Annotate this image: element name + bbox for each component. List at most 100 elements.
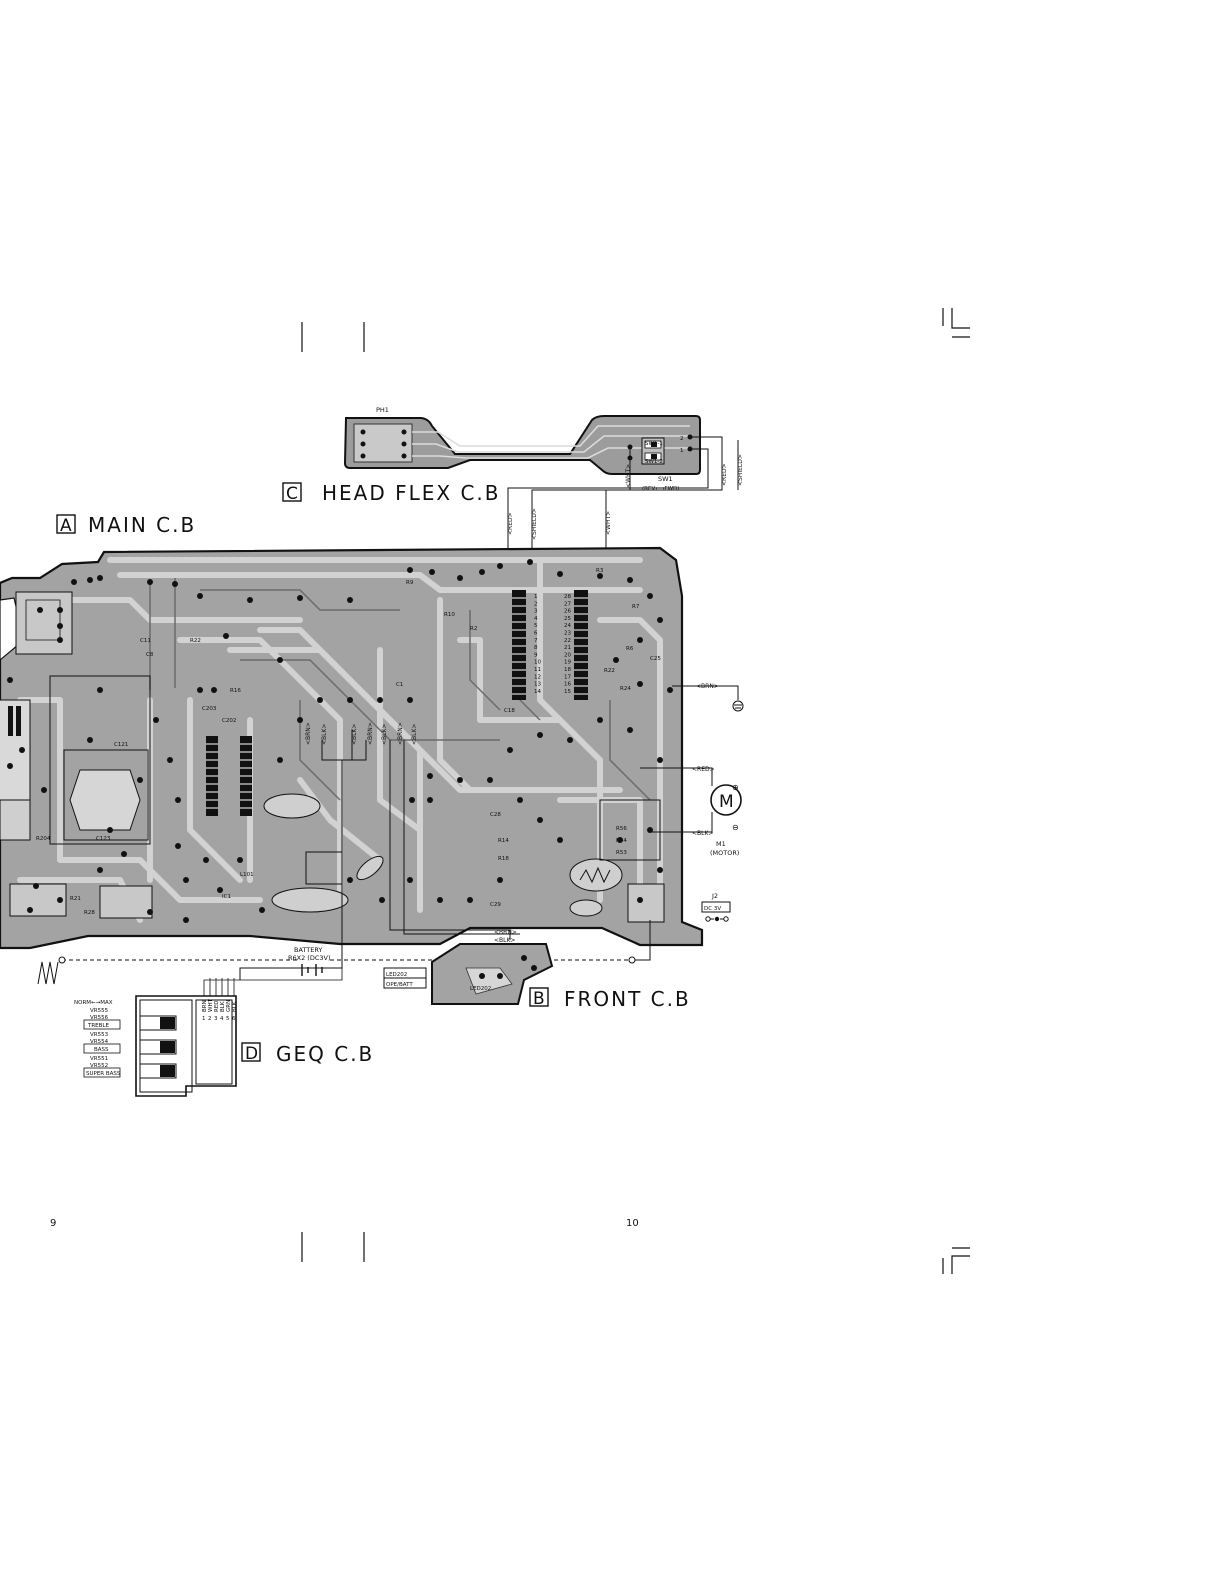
svg-text:R21: R21 bbox=[70, 896, 81, 902]
ic1-pin-right: 28 bbox=[564, 594, 571, 600]
geq-wire-colors: BRN WHT RED BLK GRN BLK bbox=[202, 998, 238, 1012]
svg-text:R6: R6 bbox=[626, 646, 634, 652]
pcb-pads bbox=[7, 559, 673, 923]
svg-text:C29: C29 bbox=[490, 902, 501, 908]
svg-text:R6X2 (DC3V): R6X2 (DC3V) bbox=[288, 954, 331, 962]
svg-text:C203: C203 bbox=[202, 706, 217, 712]
ic1-pin-right: 19 bbox=[564, 660, 571, 666]
svg-text:2: 2 bbox=[208, 1016, 212, 1022]
svg-text:R2: R2 bbox=[470, 626, 477, 632]
svg-text:B: B bbox=[533, 989, 545, 1009]
sw1-pin-1: SW1-1 bbox=[645, 441, 663, 447]
svg-text:C123: C123 bbox=[96, 836, 111, 842]
svg-text:R7: R7 bbox=[632, 604, 640, 610]
svg-text:WHT: WHT bbox=[208, 998, 214, 1012]
svg-text:<BLK>: <BLK> bbox=[494, 937, 515, 944]
head-flex-wire-labels: <WHT> <RED> <SHIELD> <RED> <SHIELD> <WHT… bbox=[507, 454, 744, 540]
ic1-pin-left: 3 bbox=[534, 609, 538, 615]
svg-text:R10: R10 bbox=[444, 612, 455, 618]
svg-text:VR554: VR554 bbox=[90, 1039, 109, 1045]
svg-text:VR553: VR553 bbox=[90, 1032, 109, 1038]
svg-text:VR556: VR556 bbox=[90, 1015, 109, 1021]
svg-text:<BRN>: <BRN> bbox=[367, 722, 374, 745]
ic1-pin-left: 12 bbox=[534, 674, 541, 680]
ic1-pin-right: 25 bbox=[564, 616, 571, 622]
svg-text:R54: R54 bbox=[616, 838, 627, 844]
svg-text:C8: C8 bbox=[146, 652, 154, 658]
svg-text:C121: C121 bbox=[114, 742, 128, 748]
sw1-label: SW1 bbox=[658, 475, 673, 483]
battery: BATTERY R6X2 (DC3V) bbox=[37, 946, 636, 985]
svg-text:TREBLE: TREBLE bbox=[87, 1023, 109, 1029]
ic1-pin-left: 4 bbox=[534, 616, 538, 622]
geq-board: 1 2 3 4 5 6 BRN WHT RED BLK GRN BLK NORM… bbox=[74, 960, 343, 1097]
ic1-pin-right: 23 bbox=[564, 631, 571, 637]
led-box-label-2: OPE/BATT bbox=[386, 982, 413, 988]
svg-text:4: 4 bbox=[220, 1016, 224, 1022]
ic1-pin-right: 15 bbox=[564, 689, 571, 695]
motor-sublabel: (MOTOR) bbox=[710, 849, 739, 857]
svg-text:R9: R9 bbox=[406, 580, 414, 586]
dc-jack: J2 DC 3V bbox=[701, 892, 731, 922]
svg-text:C25: C25 bbox=[650, 656, 661, 662]
wire-brn-right: <BRN> bbox=[696, 683, 719, 690]
page-number-right: 10 bbox=[626, 1218, 639, 1229]
svg-text:1: 1 bbox=[202, 1016, 206, 1022]
wire-shield-1: <SHIELD> bbox=[737, 454, 744, 486]
ic1-pin-left: 9 bbox=[534, 652, 538, 658]
svg-text:DC 3V: DC 3V bbox=[704, 906, 721, 912]
main-board-wires bbox=[62, 685, 739, 980]
svg-text:R16: R16 bbox=[230, 688, 241, 694]
svg-text:<BRN>: <BRN> bbox=[397, 722, 404, 745]
section-title-geq: D GEQ C.B bbox=[241, 1042, 372, 1066]
ic1-pin-left: 13 bbox=[534, 682, 541, 688]
svg-text:BASS: BASS bbox=[94, 1047, 109, 1053]
svg-text:⊕: ⊕ bbox=[732, 783, 739, 792]
ic1-pin-right: 21 bbox=[564, 645, 571, 651]
head-flex-wires bbox=[507, 436, 739, 560]
ic1-pin-left: 10 bbox=[534, 660, 541, 666]
geq-pin-numbers: 1 2 3 4 5 6 bbox=[202, 1016, 236, 1022]
svg-text:M: M bbox=[719, 792, 734, 812]
geq-group-bass: VR553 VR554 BASS bbox=[83, 1032, 121, 1054]
wire-red-1: <RED> bbox=[721, 463, 728, 486]
ic1-pin-left: 11 bbox=[534, 667, 541, 673]
svg-text:BRN: BRN bbox=[202, 1000, 208, 1012]
component-labels: R9 R2 R10 R3 R7 R6 R22 R24 C25 C1 C28 R1… bbox=[36, 568, 661, 916]
svg-text:<BLK>: <BLK> bbox=[381, 724, 388, 745]
svg-text:BATTERY: BATTERY bbox=[294, 946, 322, 954]
svg-text:⊖: ⊖ bbox=[732, 823, 739, 832]
ic1 bbox=[512, 590, 588, 700]
flex-pin-1: 1 bbox=[680, 448, 684, 454]
geq-group-super-bass: VR551 VR552 SUPER BASS bbox=[83, 1056, 121, 1078]
ic1-pin-right: 16 bbox=[564, 682, 571, 688]
svg-text:5: 5 bbox=[226, 1016, 230, 1022]
geq-group-treble: VR555 VR556 TREBLE bbox=[83, 1008, 121, 1030]
svg-text:RED: RED bbox=[214, 1000, 220, 1012]
ic1-pin-numbers: 1234567891011121314282726252423222120191… bbox=[534, 594, 571, 695]
svg-text:VR551: VR551 bbox=[90, 1056, 108, 1062]
sw1-pin-2: SW1-2 bbox=[645, 459, 663, 465]
svg-text:FRONT C.B: FRONT C.B bbox=[564, 987, 691, 1011]
svg-text:<BRN>: <BRN> bbox=[305, 722, 312, 745]
svg-text:R22: R22 bbox=[190, 638, 201, 644]
svg-text:C11: C11 bbox=[140, 638, 151, 644]
svg-text:MAIN C.B: MAIN C.B bbox=[88, 513, 196, 537]
svg-text:R22: R22 bbox=[604, 668, 615, 674]
main-board: R9 R2 R10 R3 R7 R6 R22 R24 C25 C1 C28 R1… bbox=[0, 546, 704, 950]
ph1-label: PH1 bbox=[376, 406, 389, 414]
ic1-pin-left: 14 bbox=[534, 689, 541, 695]
wire-red-2: <RED> bbox=[507, 512, 514, 535]
svg-text:C28: C28 bbox=[490, 812, 501, 818]
wire-blk-right: <BLK> bbox=[692, 830, 713, 837]
head-flex-board: PH1 SW1 (REV←→FWD) SW1-1 SW1-2 2 1 bbox=[343, 406, 701, 492]
wire-shield-2: <SHIELD> bbox=[531, 508, 538, 540]
svg-text:C18: C18 bbox=[504, 708, 515, 714]
ic1-pin-right: 17 bbox=[564, 674, 571, 680]
svg-text:IC1: IC1 bbox=[222, 894, 231, 900]
ic1-pin-right: 26 bbox=[564, 609, 571, 615]
svg-text:BLK: BLK bbox=[232, 1001, 238, 1012]
svg-text:<BLK>: <BLK> bbox=[411, 724, 418, 745]
